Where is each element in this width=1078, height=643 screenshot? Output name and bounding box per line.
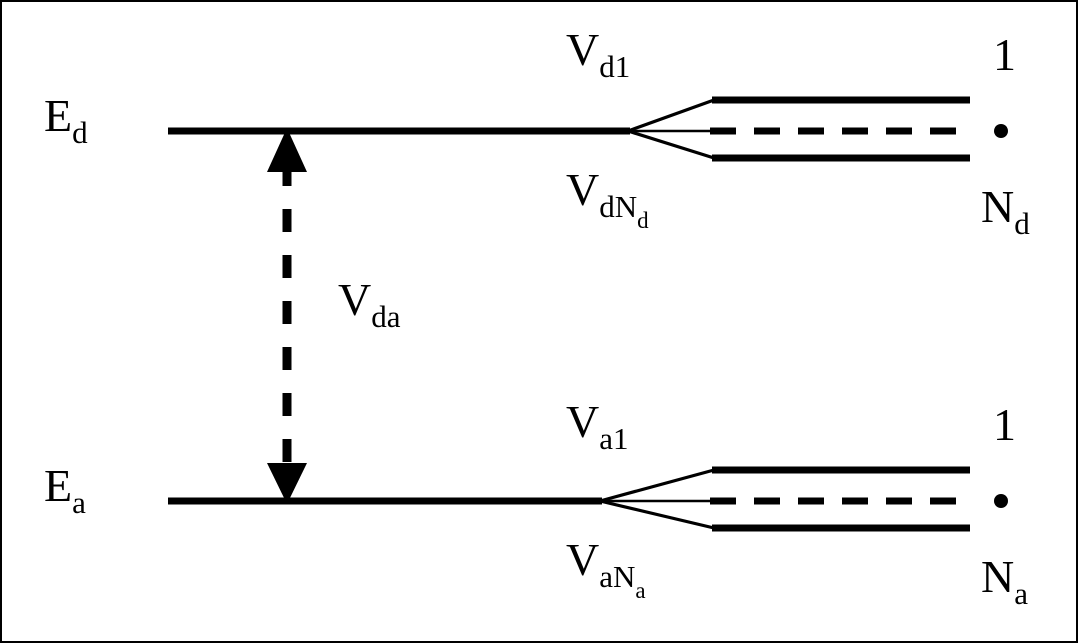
donor-coupling-label-bottom: VdNd — [566, 164, 649, 233]
donor-fan-line-bottom — [627, 129, 715, 160]
donor-level-label: Ed — [44, 90, 88, 150]
acceptor-coupling-label-bottom: VaNa — [566, 534, 646, 603]
acceptor-ellipsis-dot — [994, 494, 1008, 508]
donor-manifold-index-first: 1 — [993, 29, 1016, 80]
acceptor-fan-line-top — [599, 468, 715, 503]
acceptor-coupling-label-top: Va1 — [566, 396, 629, 456]
acceptor-fan-line-bottom — [599, 499, 715, 530]
acceptor-manifold-index-last: Na — [981, 551, 1028, 611]
donor-coupling-label-top: Vd1 — [566, 24, 630, 84]
acceptor-level-label: Ea — [44, 460, 86, 520]
donor-fan-line-top — [627, 98, 715, 133]
coupling-arrow-head-down — [267, 463, 307, 504]
donor-manifold-index-last: Nd — [981, 181, 1030, 241]
coupling-arrow-head-up — [267, 128, 307, 172]
acceptor-manifold-index-first: 1 — [993, 399, 1016, 450]
coupling-label-Vda: Vda — [338, 274, 401, 334]
donor-ellipsis-dot — [994, 124, 1008, 138]
